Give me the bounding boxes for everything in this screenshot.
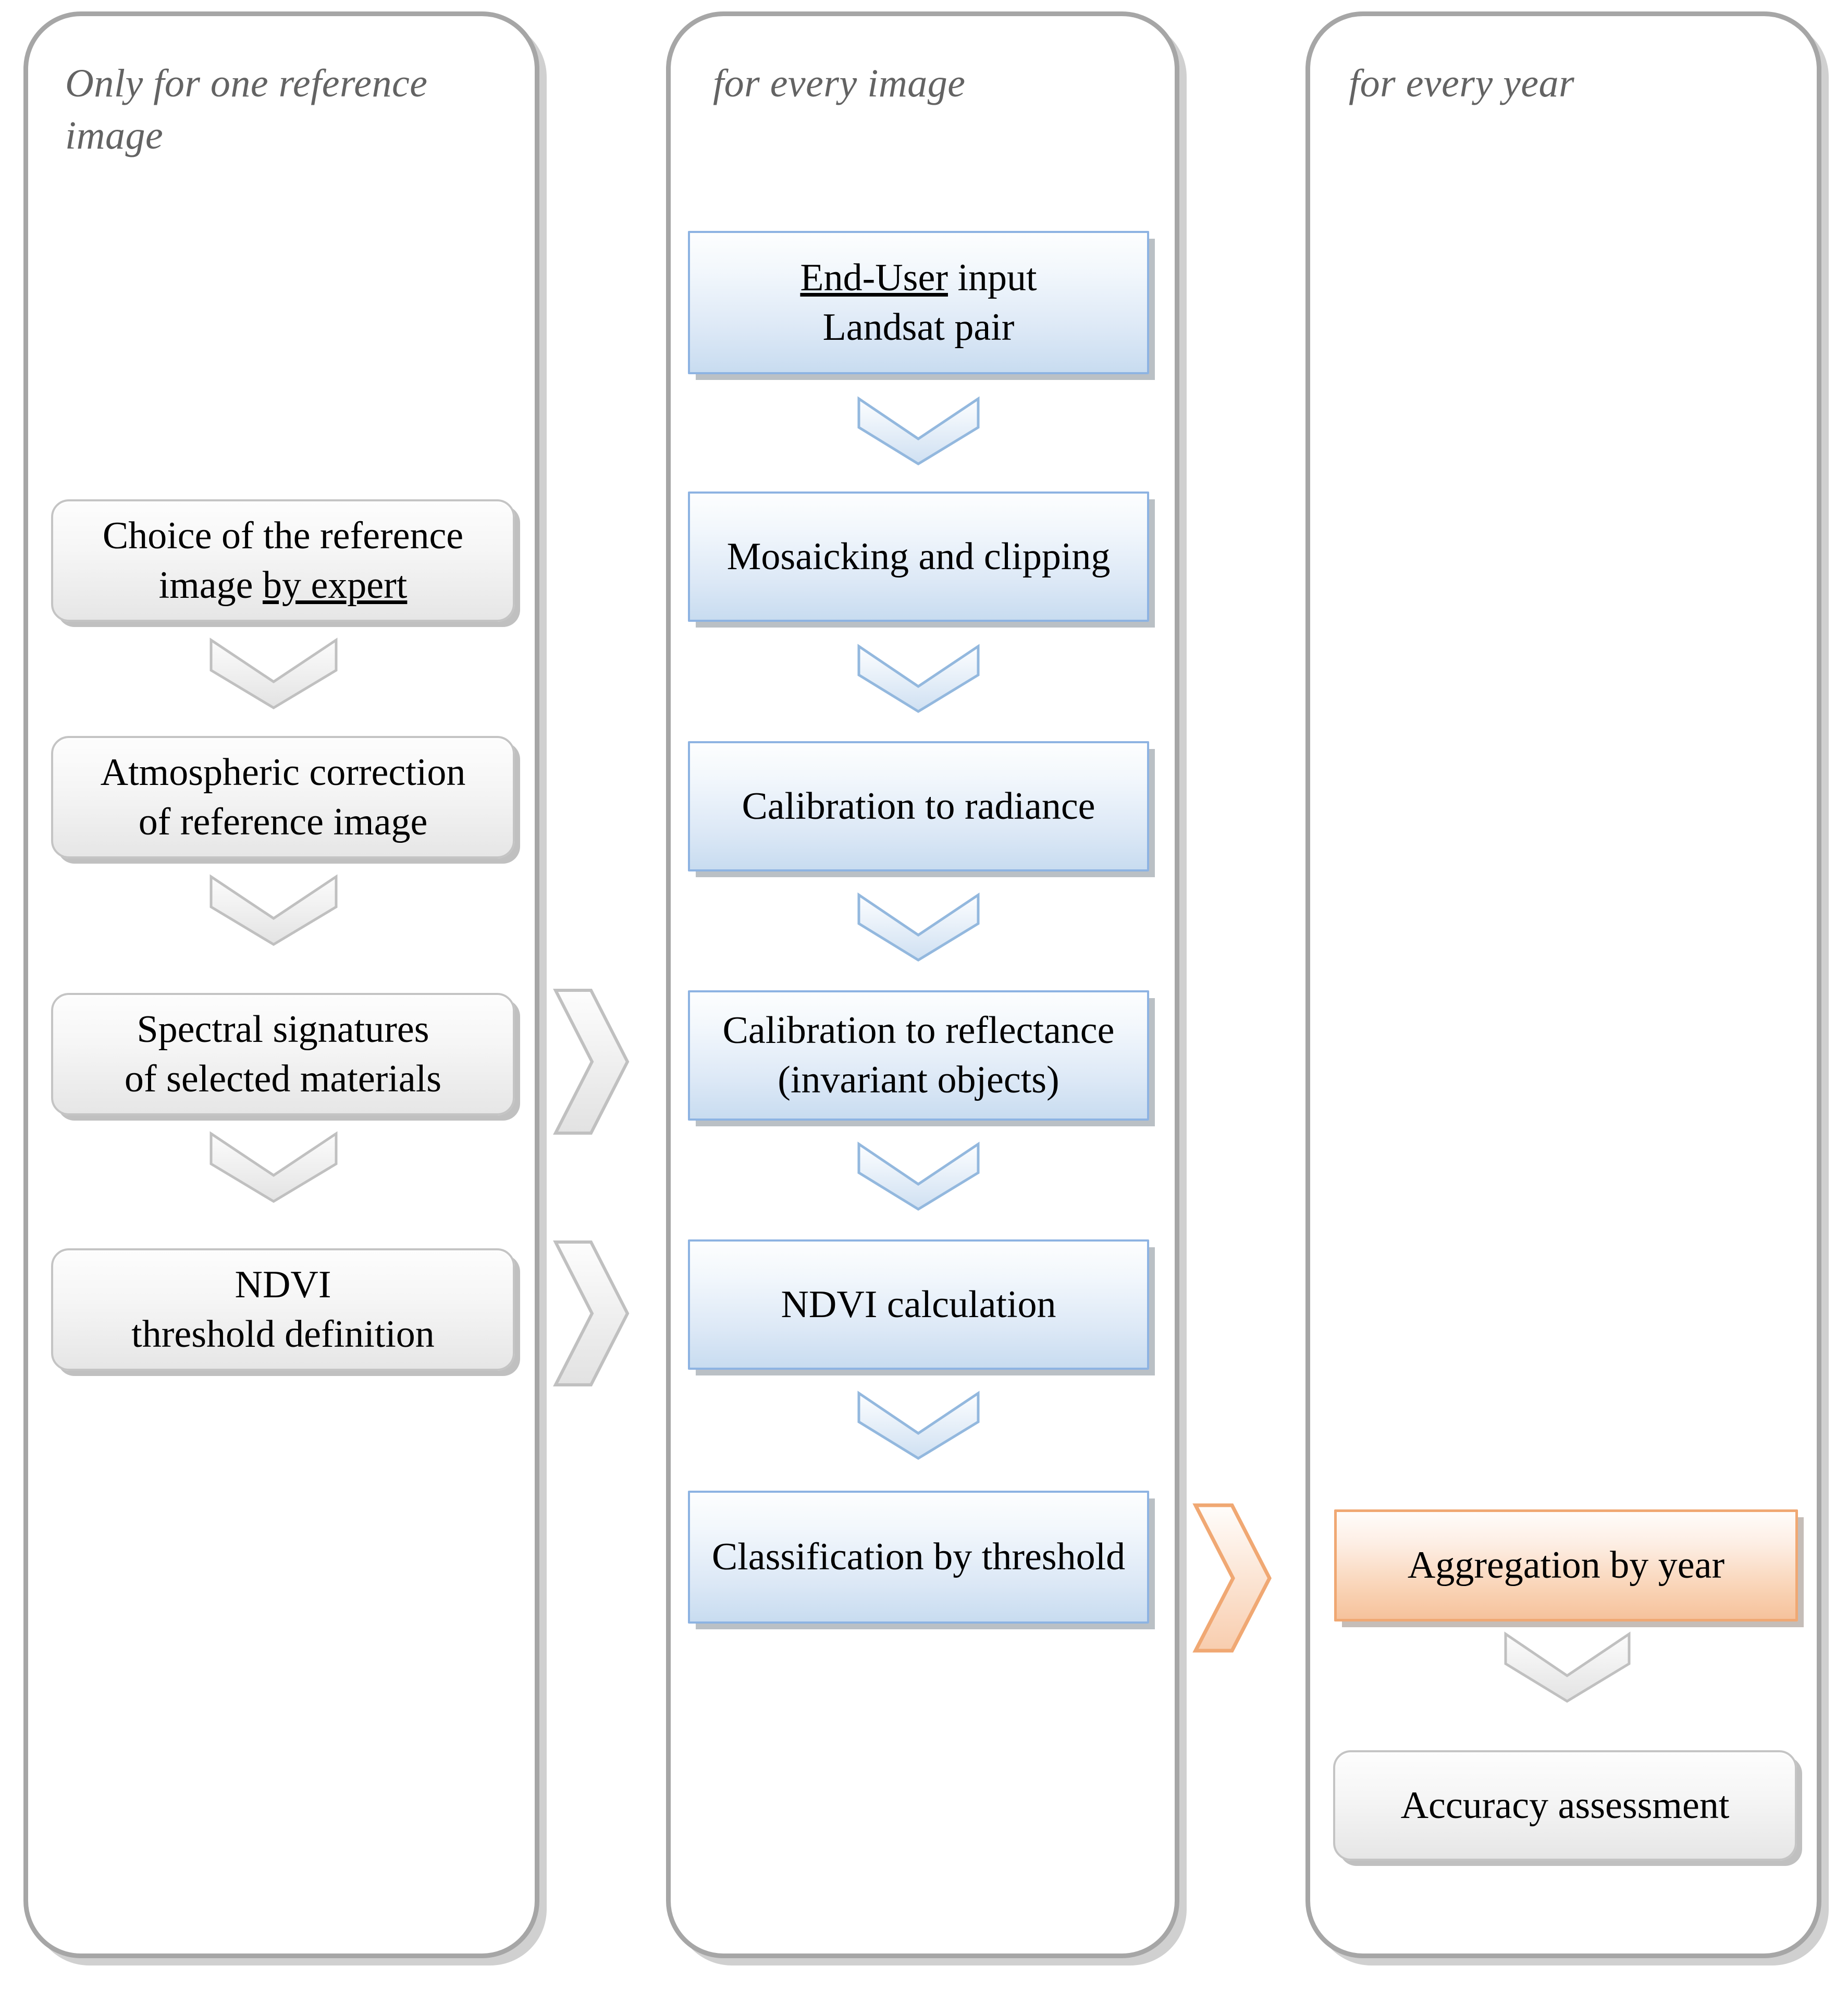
node-accuracy-text: Accuracy assessment xyxy=(1401,1781,1730,1830)
connector-radiance-to-reflectance xyxy=(855,892,982,963)
connector-choice-to-atmospheric xyxy=(206,637,341,710)
node-aggregation-text: Aggregation by year xyxy=(1408,1541,1724,1590)
node-classification-line1: Classification by threshold xyxy=(711,1535,1126,1579)
node-threshold-line2: threshold definition xyxy=(131,1312,435,1356)
node-signatures-text: Spectral signatures of selected material… xyxy=(125,1005,441,1103)
node-reflectance-text: Calibration to reflectance (invariant ob… xyxy=(723,1006,1115,1104)
node-choice-of-reference-image[interactable]: Choice of the reference image by expert xyxy=(51,499,515,622)
connector-mosaicking-to-radiance xyxy=(855,644,982,714)
node-reflectance-line2: (invariant objects) xyxy=(778,1059,1059,1101)
node-mosaicking-text: Mosaicking and clipping xyxy=(727,532,1111,582)
connector-signatures-to-threshold xyxy=(206,1131,341,1203)
connector-atmospheric-to-signatures xyxy=(206,874,341,947)
connector-aggregation-to-accuracy xyxy=(1501,1631,1634,1704)
node-aggregation-by-year[interactable]: Aggregation by year xyxy=(1334,1509,1798,1621)
connector-enduser-to-mosaicking xyxy=(855,396,982,466)
node-enduser-line1-underlined: End-User xyxy=(800,256,948,299)
node-calibration-to-reflectance[interactable]: Calibration to reflectance (invariant ob… xyxy=(688,990,1149,1121)
node-ndvi-threshold-definition[interactable]: NDVI threshold definition xyxy=(51,1248,515,1371)
connector-reflectance-to-ndvi xyxy=(855,1141,982,1212)
node-ndvi-text: NDVI calculation xyxy=(781,1280,1056,1330)
node-classification-by-threshold[interactable]: Classification by threshold xyxy=(688,1491,1149,1624)
node-choice-line2-prefix: image xyxy=(158,563,263,607)
node-signatures-line1: Spectral signatures xyxy=(137,1008,429,1051)
connector-ndvi-to-classification xyxy=(855,1391,982,1461)
node-ndvi-line1: NDVI calculation xyxy=(781,1283,1056,1326)
node-accuracy-assessment[interactable]: Accuracy assessment xyxy=(1333,1750,1797,1861)
node-ndvi-calculation[interactable]: NDVI calculation xyxy=(688,1239,1149,1370)
lane-label-per-image: for every image xyxy=(713,62,966,105)
node-choice-line1: Choice of the reference xyxy=(102,514,464,557)
node-signatures-line2: of selected materials xyxy=(124,1057,442,1100)
node-threshold-line1: NDVI xyxy=(235,1263,331,1306)
node-accuracy-line1: Accuracy assessment xyxy=(1400,1784,1730,1827)
node-atmospheric-line1: Atmospheric correction xyxy=(100,751,466,794)
node-atmospheric-correction[interactable]: Atmospheric correction of reference imag… xyxy=(51,736,515,858)
node-choice-line2-underlined: by expert xyxy=(262,563,408,607)
node-aggregation-line1: Aggregation by year xyxy=(1407,1544,1725,1587)
node-enduser-text: End-User input Landsat pair xyxy=(800,253,1037,352)
node-enduser-line1-suffix: input xyxy=(947,256,1037,299)
lane-label-per-year: for every year xyxy=(1349,62,1575,105)
node-calibration-to-radiance[interactable]: Calibration to radiance xyxy=(688,741,1149,871)
node-mosaicking-and-clipping[interactable]: Mosaicking and clipping xyxy=(688,492,1149,622)
node-radiance-text: Calibration to radiance xyxy=(742,782,1095,831)
lane-reference xyxy=(23,11,539,1958)
node-atmospheric-line2: of reference image xyxy=(138,800,428,843)
node-threshold-text: NDVI threshold definition xyxy=(131,1260,435,1359)
node-atmospheric-text: Atmospheric correction of reference imag… xyxy=(101,748,466,846)
lane-per-year xyxy=(1305,11,1821,1958)
connector-signatures-to-reflectance xyxy=(552,986,631,1137)
connector-threshold-to-ndvi xyxy=(552,1238,631,1389)
node-end-user-input[interactable]: End-User input Landsat pair xyxy=(688,231,1149,374)
node-classification-text: Classification by threshold xyxy=(712,1532,1125,1582)
lane-label-reference: Only for one reference image xyxy=(65,62,428,158)
node-enduser-line2: Landsat pair xyxy=(822,305,1015,349)
node-spectral-signatures[interactable]: Spectral signatures of selected material… xyxy=(51,993,515,1115)
node-mosaicking-line1: Mosaicking and clipping xyxy=(726,535,1111,578)
node-choice-text: Choice of the reference image by expert xyxy=(103,511,463,610)
node-reflectance-line1: Calibration to reflectance xyxy=(722,1009,1115,1052)
node-radiance-line1: Calibration to radiance xyxy=(742,784,1095,828)
connector-classification-to-aggregation xyxy=(1192,1501,1273,1655)
